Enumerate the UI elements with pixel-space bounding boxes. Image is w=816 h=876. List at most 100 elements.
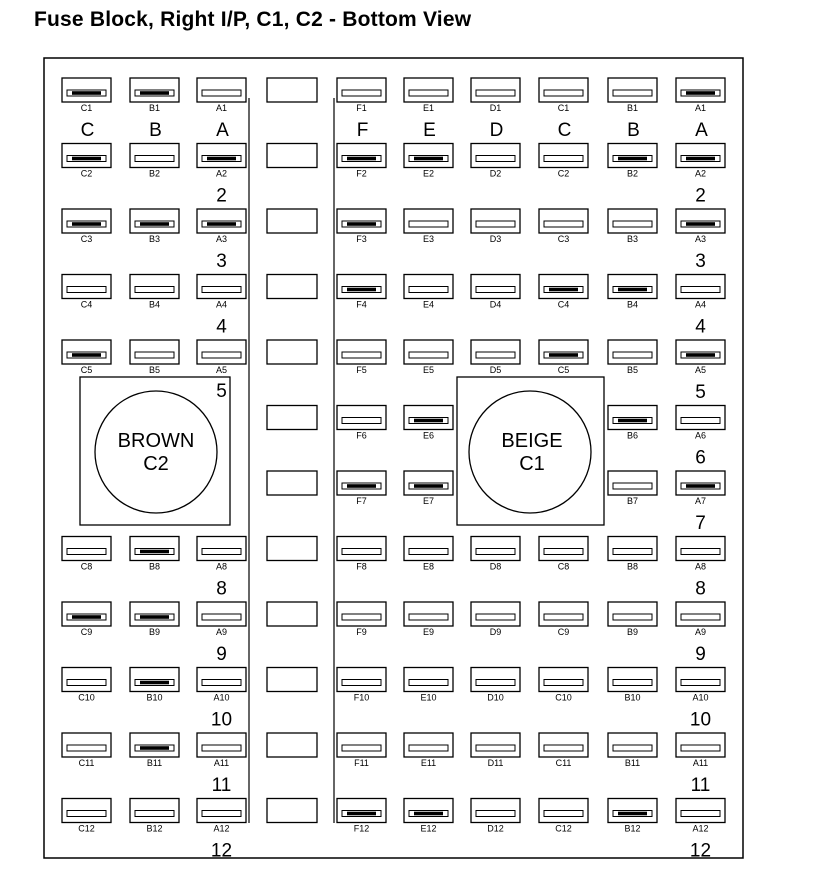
c1-row-number: 7 — [695, 513, 706, 534]
c1-row-number: 10 — [690, 710, 711, 731]
cavity-label: B3 — [627, 234, 638, 244]
c1-cavity-c10: C10 — [538, 666, 589, 703]
c2-cavity-b3: B3 — [129, 208, 180, 244]
c2-cavity-b11: B11 — [129, 732, 180, 768]
cavity-label: D2 — [490, 169, 502, 179]
c1-cavity-f3: F3 — [336, 208, 387, 244]
c1-column-letter: F — [357, 120, 369, 141]
c1-row-number: 8 — [695, 579, 706, 600]
cavity-label: C8 — [558, 562, 570, 572]
c2-cavity-a3: A3 — [196, 208, 247, 244]
middle-blank-cavity — [266, 601, 318, 627]
c1-cavity-f4: F4 — [336, 273, 387, 310]
c1-cavity-b5: B5 — [607, 339, 658, 375]
cavity-label: C11 — [556, 758, 572, 768]
middle-blank-cavity — [266, 732, 318, 758]
terminal-slot — [408, 220, 449, 228]
cavity-label: F2 — [356, 169, 367, 179]
c2-cavity-c4: C4 — [61, 273, 112, 310]
c1-cavity-c4: C4 — [538, 273, 589, 310]
cavity-label: B10 — [624, 693, 640, 703]
cavity-label: F4 — [356, 300, 367, 310]
c2-row-number: 9 — [216, 644, 227, 665]
middle-blank-cavity — [266, 273, 318, 300]
c1-cavity-e2: E2 — [403, 142, 454, 179]
cavity-label: D3 — [490, 234, 502, 244]
c1-cavity-e9: E9 — [403, 601, 454, 637]
terminal-slot — [134, 810, 175, 817]
cavity-label: B5 — [627, 365, 638, 375]
cavity-label: A5 — [216, 365, 227, 375]
cavity-label: F10 — [354, 693, 370, 703]
terminal-slot — [475, 744, 516, 752]
terminal-slot — [543, 744, 584, 752]
c1-cavity-b2: B2 — [607, 142, 658, 179]
terminal-pin — [618, 418, 647, 423]
terminal-slot — [475, 286, 516, 293]
c1-cavity-a5: A5 — [675, 339, 726, 375]
terminal-pin — [549, 353, 578, 357]
cavity-label: A11 — [214, 758, 229, 768]
cavity-label: E5 — [423, 365, 434, 375]
terminal-pin — [72, 222, 101, 226]
terminal-slot — [341, 351, 382, 359]
terminal-slot — [341, 417, 382, 424]
c2-row-number: 8 — [216, 579, 227, 600]
c2-cavity-b8: B8 — [129, 535, 180, 572]
cavity-label: B1 — [149, 103, 160, 113]
c1-cavity-a7: A7 — [675, 470, 726, 506]
cavity-label: C5 — [558, 365, 570, 375]
cavity-label: C10 — [78, 693, 95, 703]
cavity-label: A3 — [216, 234, 227, 244]
middle-blank-cavity — [266, 142, 318, 169]
c1-cavity-c1: C1 — [538, 77, 589, 113]
terminal-slot — [341, 744, 382, 752]
cavity-label: A6 — [695, 431, 706, 441]
terminal-slot — [475, 155, 516, 162]
middle-blank-cavity — [266, 666, 318, 693]
cavity-label: F1 — [356, 103, 367, 113]
terminal-pin — [549, 287, 578, 292]
cavity-label: C9 — [558, 627, 570, 637]
c2-connector-id: C2 — [143, 453, 169, 475]
c1-cavity-c8: C8 — [538, 535, 589, 572]
c2-row-number: 3 — [216, 251, 227, 272]
c1-column-letter: B — [627, 120, 640, 141]
terminal-slot — [201, 679, 242, 686]
c2-row-number: 5 — [216, 381, 227, 402]
cavity-label: B7 — [627, 496, 638, 506]
c1-cavity-b8: B8 — [607, 535, 658, 572]
cavity-label: D12 — [487, 824, 504, 834]
cavity-label: A4 — [216, 300, 227, 310]
terminal-slot — [543, 548, 584, 555]
cavity-label: B9 — [627, 627, 638, 637]
c1-cavity-f6: F6 — [336, 404, 387, 441]
c1-cavity-f10: F10 — [336, 666, 387, 703]
terminal-pin — [414, 811, 443, 816]
c2-connector-name: BROWN — [118, 430, 195, 452]
cavity-label: B2 — [627, 169, 638, 179]
cavity-label: A8 — [695, 562, 706, 572]
c2-connector-circle — [94, 390, 218, 514]
c2-column-letter: A — [216, 120, 229, 141]
c1-cavity-a12: A12 — [675, 797, 726, 834]
c1-row-number: 12 — [690, 841, 711, 862]
terminal-slot — [408, 351, 449, 359]
c1-column-letter: C — [558, 120, 572, 141]
c2-cavity-b1: B1 — [129, 77, 180, 113]
cavity-label: B11 — [147, 758, 162, 768]
c2-cavity-c10: C10 — [61, 666, 112, 703]
terminal-pin — [347, 811, 376, 816]
terminal-pin — [347, 287, 376, 292]
terminal-slot — [612, 613, 653, 621]
c1-cavity-b4: B4 — [607, 273, 658, 310]
c1-cavity-c9: C9 — [538, 601, 589, 637]
c1-cavity-a10: A10 — [675, 666, 726, 703]
cavity-label: D5 — [490, 365, 502, 375]
c1-cavity-a3: A3 — [675, 208, 726, 244]
c2-cavity-c3: C3 — [61, 208, 112, 244]
c2-cavity-a4: A4 — [196, 273, 247, 310]
cavity-label: B3 — [149, 234, 160, 244]
cavity-label: D8 — [490, 562, 502, 572]
cavity-label: A8 — [216, 562, 227, 572]
